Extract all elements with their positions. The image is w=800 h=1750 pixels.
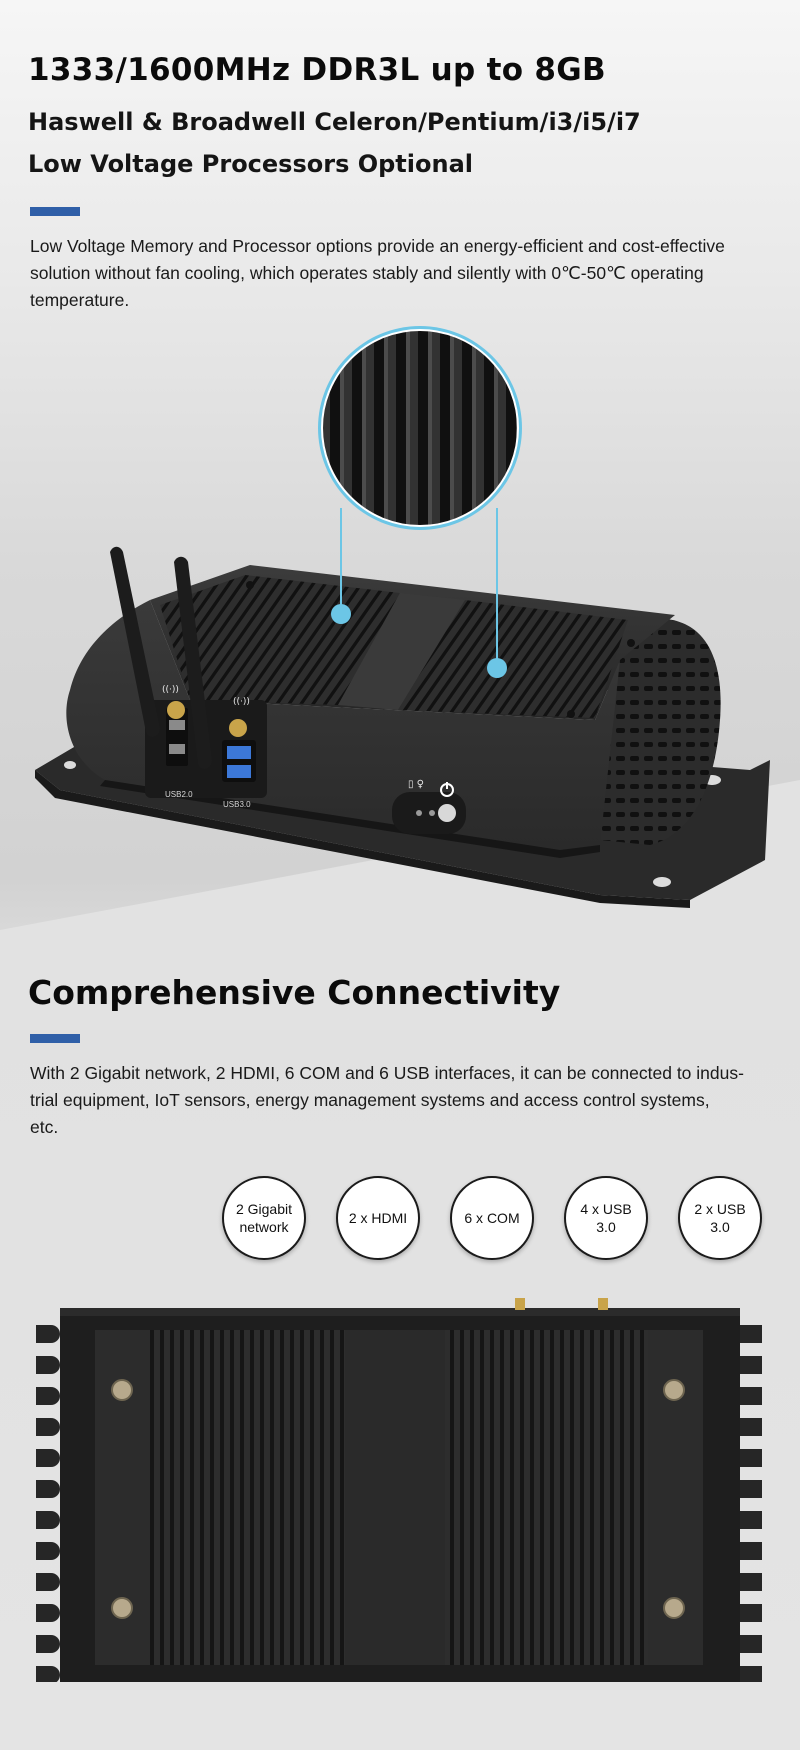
interface-badge-usb3-2: 2 x USB 3.0	[678, 1176, 762, 1260]
interface-badge-hdmi: 2 x HDMI	[336, 1176, 420, 1260]
accent-bar-1	[30, 207, 80, 216]
svg-text:▯ ♀: ▯ ♀	[408, 779, 424, 790]
power-icon	[440, 782, 454, 797]
svg-text:((·)): ((·))	[233, 697, 250, 707]
interface-badge-label: 2 x USB 3.0	[694, 1201, 746, 1235]
port-label-usb3: USB3.0	[223, 800, 251, 809]
interface-badge-usb3-4: 4 x USB 3.0	[564, 1176, 648, 1260]
interface-badge-label: 4 x USB 3.0	[580, 1201, 632, 1235]
svg-text:((·)): ((·))	[162, 685, 179, 695]
section2-text-line2: trial equipment, IoT sensors, energy man…	[30, 1090, 710, 1110]
section1-text-line2: solution without fan cooling, which oper…	[30, 263, 704, 283]
interface-badge-label: network	[239, 1219, 289, 1235]
antenna-left	[110, 546, 160, 737]
port-label-usb2: USB2.0	[165, 790, 193, 799]
section1-text-line3: temperature.	[30, 290, 130, 310]
interface-badge-label: 2 x HDMI	[348, 1210, 408, 1226]
page-title: 1333/1600MHz DDR3L up to 8GB	[28, 52, 606, 88]
device-top-view-illustration	[36, 1298, 762, 1682]
accent-bar-2	[30, 1034, 80, 1043]
device-perspective-illustration: USB2.0 USB3.0 ▯ ♀ ((·)) ((·))	[35, 326, 770, 908]
antenna-right	[174, 556, 212, 769]
interface-badge-label: 6 x COM	[464, 1210, 520, 1226]
page-subtitle-line1: Haswell & Broadwell Celeron/Pentium/i3/i…	[28, 108, 641, 136]
interface-badge-label: 2 Gigabit	[235, 1201, 293, 1217]
interface-badge-com: 6 x COM	[450, 1176, 534, 1260]
heatsink-zoom-callout	[318, 326, 522, 530]
section2-text-line3: etc.	[30, 1117, 59, 1137]
section1-text-line1: Low Voltage Memory and Processor options…	[30, 236, 725, 256]
interface-badge-gigabit: 2 Gigabit network	[222, 1176, 306, 1260]
section2-description: With 2 Gigabit network, 2 HDMI, 6 COM an…	[30, 1060, 766, 1141]
section1-description: Low Voltage Memory and Processor options…	[30, 233, 766, 314]
section2-text-line1: With 2 Gigabit network, 2 HDMI, 6 COM an…	[30, 1063, 744, 1083]
page-subtitle-line2: Low Voltage Processors Optional	[28, 150, 473, 178]
section2-title: Comprehensive Connectivity	[28, 973, 561, 1012]
